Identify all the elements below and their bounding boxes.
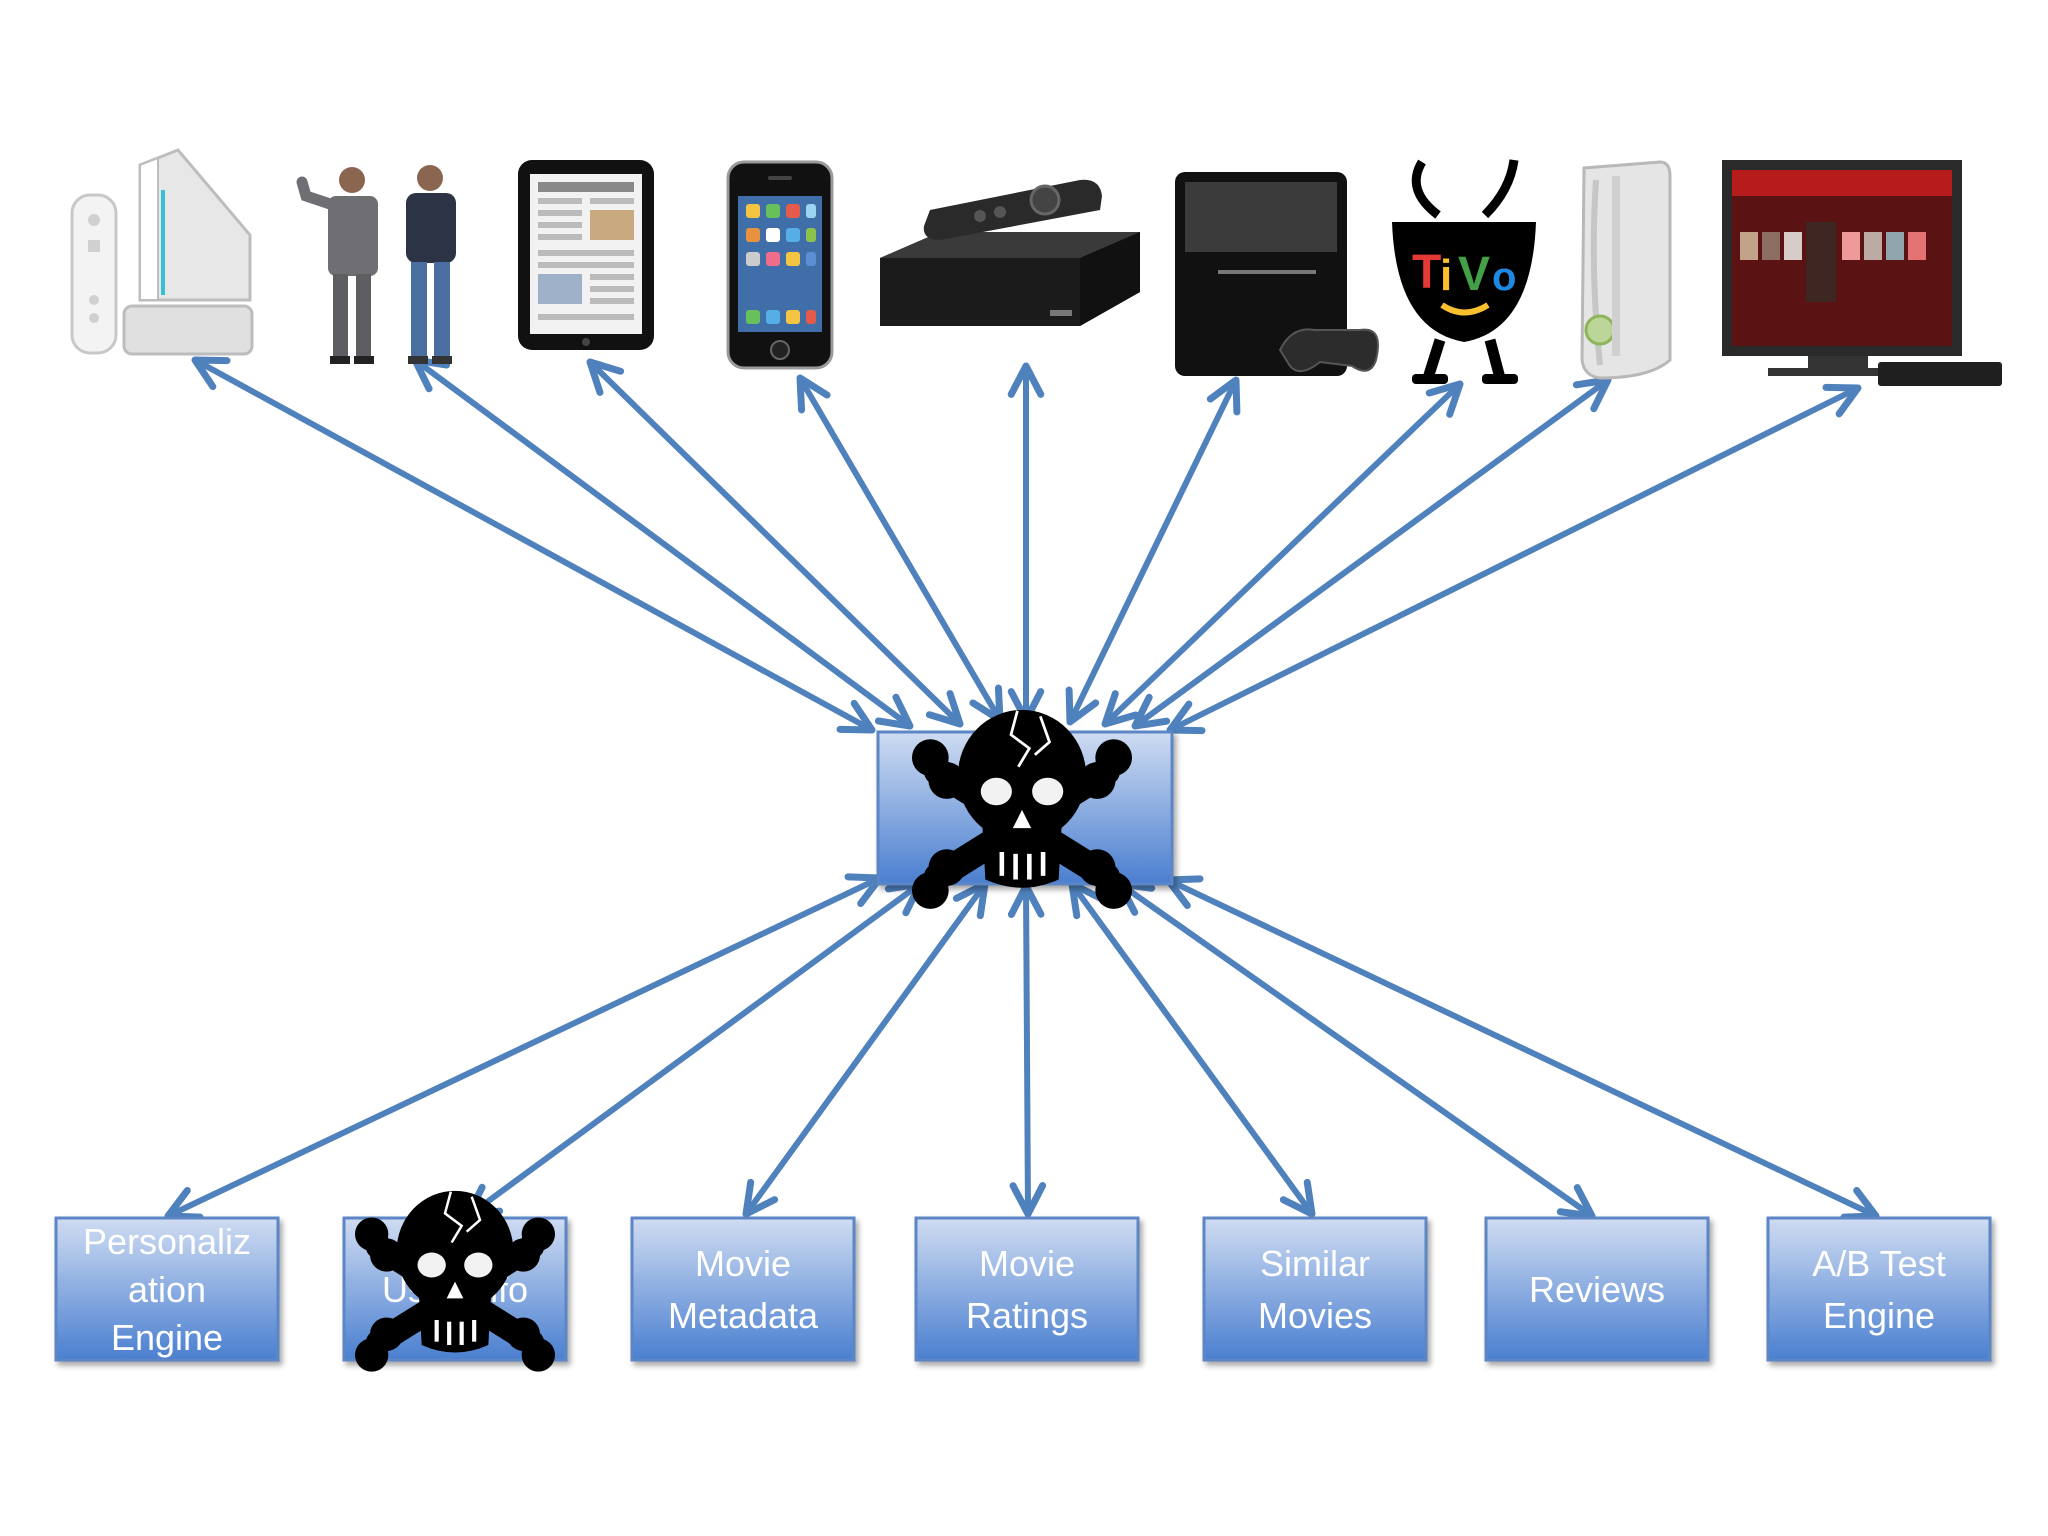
svg-text:o: o [1492, 255, 1516, 299]
xbox360-icon [1580, 160, 1672, 380]
ab-test-engine-label-line: Engine [1823, 1295, 1935, 1336]
movie-metadata-label-line: Movie [695, 1243, 791, 1284]
arrow-to-tivo [1101, 380, 1464, 728]
svg-text:i: i [1440, 251, 1452, 300]
device-row: T i V o [70, 148, 2002, 386]
connection-arrows [164, 356, 1880, 1221]
movie-ratings-label-line: Ratings [966, 1295, 1088, 1336]
ipad-icon [518, 160, 654, 350]
arrow-to-people [411, 356, 914, 730]
arrow-to-user-info [464, 880, 924, 1220]
people-icon [296, 165, 456, 364]
arrow-to-ps3 [1065, 376, 1241, 726]
similar-movies-label-line: Movies [1258, 1295, 1372, 1336]
arrow-to-movie-ratings [1007, 882, 1047, 1218]
playstation3-icon [1175, 172, 1379, 376]
ab-test-engine-label-line: A/B Test [1812, 1243, 1945, 1284]
arrow-to-personalization-engine [164, 873, 884, 1221]
personalization-engine-label-line: ation [128, 1269, 206, 1310]
iphone-icon [726, 160, 834, 370]
arrow-to-wii [191, 356, 876, 734]
similar-movies-label-line: Similar [1260, 1243, 1370, 1284]
reviews-label-line: Reviews [1529, 1269, 1665, 1310]
movie-ratings-label-line: Movie [979, 1243, 1075, 1284]
svg-text:T: T [1412, 246, 1441, 299]
middle-tier-hub [876, 710, 1174, 909]
wii-console-icon [70, 148, 254, 356]
arrow-to-ipad [586, 358, 964, 728]
smart-tv-icon [1722, 160, 2002, 386]
roku-box-icon [880, 179, 1140, 326]
reviews-box: Reviews [1484, 1216, 1710, 1362]
movie-metadata-label-line: Metadata [668, 1295, 819, 1336]
user-info-box: User Info [344, 1191, 566, 1372]
arrow-to-movie-metadata [742, 880, 989, 1218]
personalization-engine-label-line: Personaliz [83, 1221, 251, 1262]
svg-text:V: V [1458, 248, 1490, 301]
arrow-to-xbox [1131, 376, 1612, 730]
arrow-to-roku [1007, 362, 1045, 724]
arrow-to-tv [1166, 383, 1862, 735]
tivo-mascot-icon: T i V o [1392, 159, 1536, 384]
personalization-engine-label-line: Engine [111, 1317, 223, 1358]
